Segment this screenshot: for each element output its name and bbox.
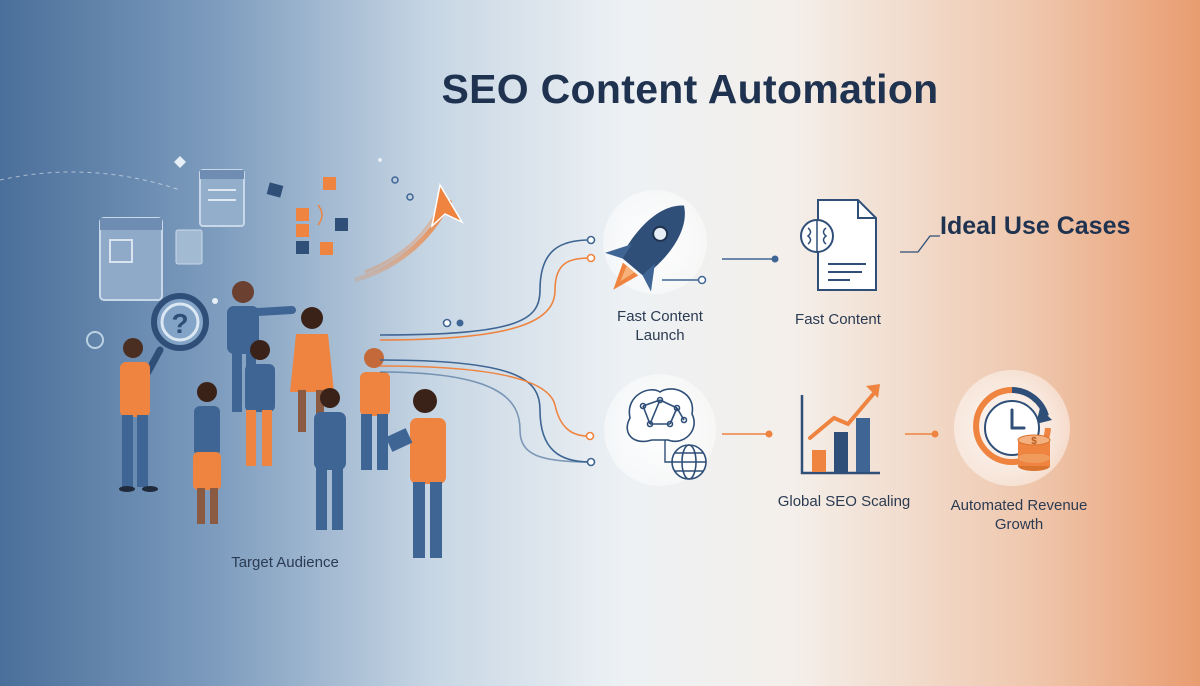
connector-lines	[379, 235, 596, 467]
global-seo-network-node	[604, 374, 716, 486]
automated-revenue-node: $	[954, 370, 1070, 486]
page-title: SEO Content Automation	[441, 66, 939, 112]
page-icon	[175, 229, 203, 265]
person-figure	[245, 340, 275, 466]
bar-chart-icon	[800, 384, 880, 475]
label-fast-content: Fast Content	[795, 311, 881, 328]
cube-cluster-icon	[266, 177, 348, 255]
sparkle-icon	[86, 331, 104, 349]
person-figure	[360, 348, 390, 470]
person-figure	[314, 388, 346, 530]
sparkle-icon	[174, 156, 186, 168]
decorative-arc	[0, 171, 181, 191]
person-figure	[119, 338, 158, 492]
global-seo-scaling-node	[800, 384, 880, 475]
brain-document-icon	[800, 199, 877, 291]
connector-line	[900, 235, 940, 253]
svg-text:$: $	[1031, 436, 1037, 447]
svg-text:?: ?	[171, 308, 188, 339]
fast-content-node	[800, 199, 877, 291]
magnifier-question-icon: ?	[144, 293, 209, 376]
browser-window-icon	[199, 169, 245, 227]
person-figure	[385, 389, 446, 558]
browser-window-icon	[99, 217, 163, 301]
label-target-audience: Target Audience	[231, 554, 339, 571]
label-global-seo-scaling: Global SEO Scaling	[777, 493, 911, 510]
person-figure	[193, 382, 221, 524]
label-fast-content-launch: Fast Content Launch	[617, 308, 703, 344]
growth-arrow-icon	[354, 176, 464, 283]
brain-network-icon	[626, 388, 695, 443]
globe-icon	[671, 444, 707, 480]
clock-coins-icon: $	[973, 387, 1052, 471]
audience-people-group	[119, 281, 446, 558]
person-figure	[290, 307, 334, 432]
subtitle-ideal-use-cases: Ideal Use Cases	[940, 212, 1131, 240]
rocket-icon	[605, 205, 685, 292]
fast-content-launch-node	[603, 190, 707, 294]
label-automated-revenue-growth: Automated Revenue Growth	[950, 497, 1088, 533]
